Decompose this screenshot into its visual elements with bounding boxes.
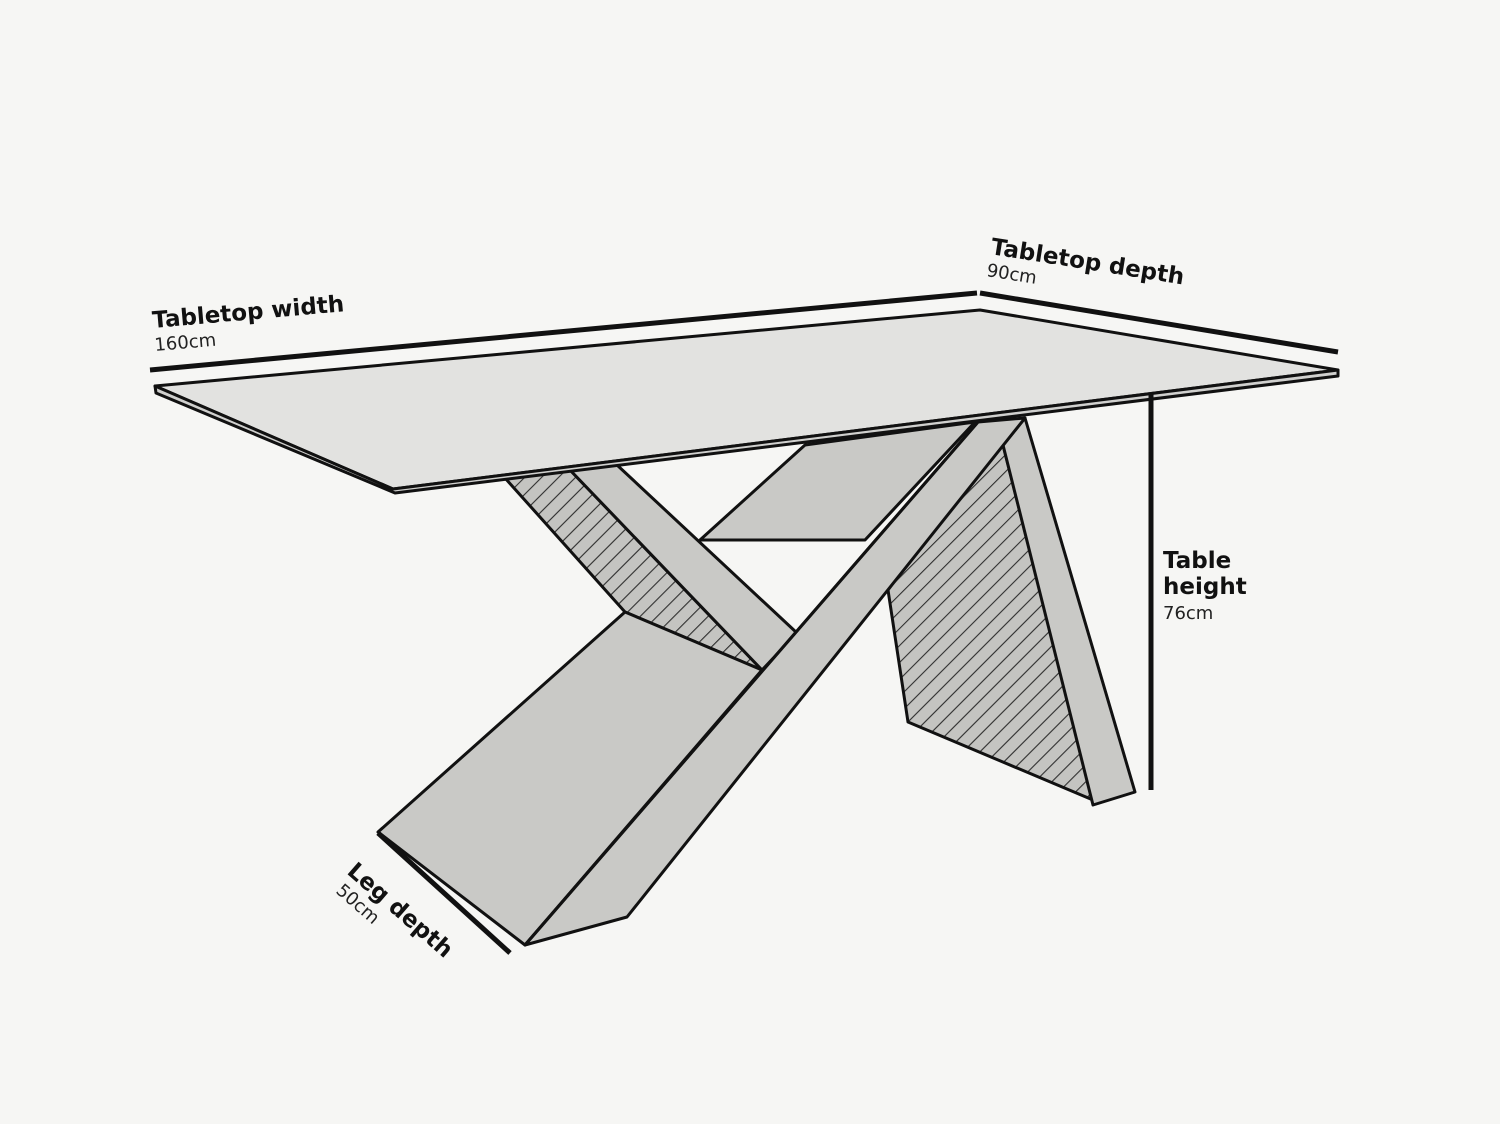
tabletop-width-title: Tabletop width	[151, 291, 345, 334]
table-height-value: 76cm	[1163, 603, 1213, 624]
table-height-title-line2: height	[1163, 574, 1247, 600]
leg-depth-dimension-line	[376, 831, 512, 955]
tabletop-width-value: 160cm	[154, 330, 217, 356]
beam-edge-line	[523, 421, 980, 946]
tabletop-width-dimension-line	[149, 290, 978, 373]
tabletop-edge	[153, 368, 1340, 495]
tabletop-depth-dimension-line	[979, 290, 1339, 355]
table-height-title-line1: Table	[1163, 548, 1231, 574]
